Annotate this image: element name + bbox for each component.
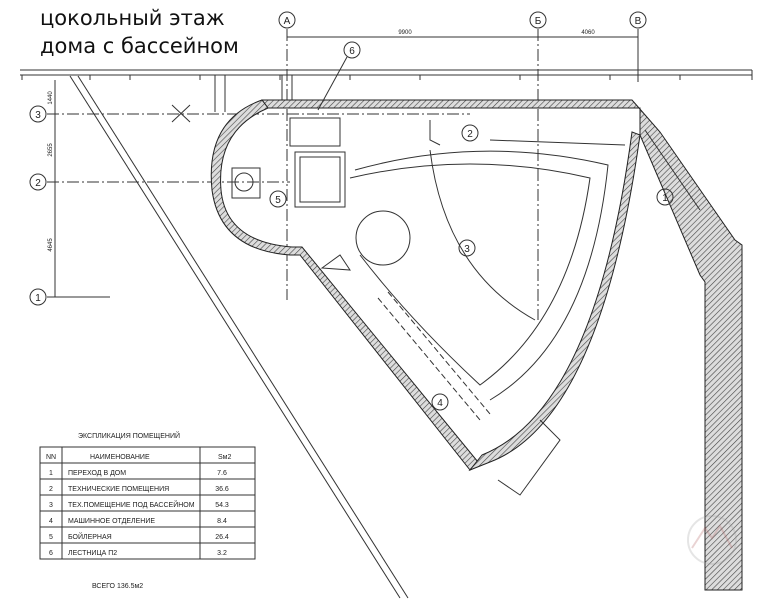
header-area: Sм2 [218, 454, 231, 461]
row-area: 26.4 [215, 534, 229, 541]
dim-1440: 1440 [48, 91, 54, 105]
row-name: ПЕРЕХОД В ДОМ [68, 470, 126, 477]
plan-title-line1: цокольный этаж [40, 6, 225, 30]
row-area: 7.6 [217, 470, 227, 477]
axis-marker-v [629, 11, 647, 29]
building-walls [210, 99, 743, 591]
table-caption: ЭКСПЛИКАЦИЯ ПОМЕЩЕНИЙ [78, 431, 180, 440]
row-area: 3.2 [217, 550, 227, 557]
row-area: 8.4 [217, 518, 227, 525]
row-number: 4 [49, 518, 53, 525]
row-area: 54.3 [215, 502, 229, 509]
dim-9900: 9900 [398, 30, 412, 36]
watermark-logo [687, 515, 737, 565]
room-marker-2: 2 [467, 129, 473, 140]
axis-label-1: 1 [35, 293, 41, 304]
header-name: НАИМЕНОВАНИЕ [90, 454, 150, 461]
row-number: 2 [49, 486, 53, 493]
axis-label-a: А [284, 16, 291, 27]
row-name: ТЕХ.ПОМЕЩЕНИЕ ПОД БАССЕЙНОМ [68, 500, 195, 509]
room-marker-4: 4 [437, 398, 443, 409]
table-row: 4 МАШИННОЕ ОТДЕЛЕНИЕ 8.4 [49, 518, 227, 525]
table-row: 1 ПЕРЕХОД В ДОМ 7.6 [49, 470, 227, 477]
existing-wall [20, 69, 753, 599]
row-name: ТЕХНИЧЕСКИЕ ПОМЕЩЕНИЯ [68, 486, 169, 493]
row-number: 3 [49, 502, 53, 509]
interior-details [171, 104, 626, 421]
axis-marker-b [529, 11, 547, 29]
row-name: МАШИННОЕ ОТДЕЛЕНИЕ [68, 518, 155, 525]
row-number: 6 [49, 550, 53, 557]
room-marker-3: 3 [464, 244, 470, 255]
axis-marker-a [278, 11, 296, 29]
header-nn: NN [46, 454, 56, 461]
axis-label-2: 2 [35, 178, 41, 189]
row-number: 1 [49, 470, 53, 477]
row-name: ЛЕСТНИЦА П2 [68, 550, 117, 557]
room-marker-6: 6 [349, 46, 355, 57]
column-axes: А Б В 9900 4060 [278, 11, 647, 320]
row-number: 5 [49, 534, 53, 541]
table-row: 3 ТЕХ.ПОМЕЩЕНИЕ ПОД БАССЕЙНОМ 54.3 [49, 500, 229, 509]
axis-label-v: В [635, 16, 642, 27]
row-name: БОЙЛЕРНАЯ [68, 532, 112, 541]
room-markers: 1 2 3 4 5 6 [269, 41, 674, 411]
row-area: 36.6 [215, 486, 229, 493]
room-marker-5: 5 [275, 195, 281, 206]
table-row: 2 ТЕХНИЧЕСКИЕ ПОМЕЩЕНИЯ 36.6 [49, 486, 229, 493]
row-axes: 3 2 1 1440 2655 4645 [29, 80, 470, 306]
axis-label-b: Б [535, 16, 542, 27]
explication-table: ЭКСПЛИКАЦИЯ ПОМЕЩЕНИЙ NN НАИМЕНОВАНИЕ Sм… [39, 431, 256, 590]
plan-title-line2: дома с бассейном [40, 34, 239, 58]
dim-4060: 4060 [581, 30, 595, 36]
table-row: 5 БОЙЛЕРНАЯ 26.4 [49, 532, 229, 541]
room-marker-1: 1 [662, 193, 668, 204]
table-row: 6 ЛЕСТНИЦА П2 3.2 [49, 550, 227, 557]
axis-label-3: 3 [35, 110, 41, 121]
table-total: ВСЕГО 136.5м2 [92, 583, 143, 590]
dim-2655: 2655 [48, 143, 54, 157]
dim-4645: 4645 [48, 238, 54, 252]
